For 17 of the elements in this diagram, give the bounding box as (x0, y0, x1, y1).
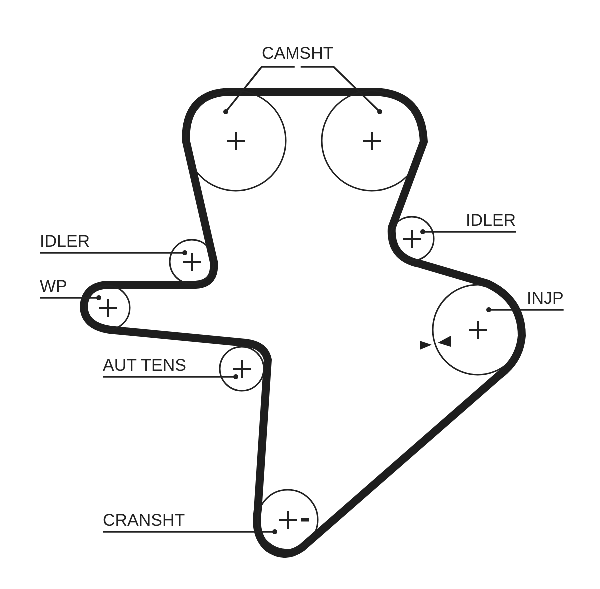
part-label: IDLER (40, 232, 90, 252)
leader-line (40, 250, 188, 256)
leader-line (40, 296, 102, 300)
part-label: AUT TENS (103, 356, 186, 376)
leader-line (420, 230, 516, 234)
pulley (389, 216, 435, 262)
leader-line (486, 308, 564, 312)
part-label: WP (40, 277, 68, 297)
part-label: IDLER (466, 211, 516, 231)
leader-line (300, 66, 382, 114)
leader-line (224, 66, 295, 114)
leader-line (103, 374, 238, 380)
part-label: CAMSHT (262, 44, 334, 64)
leader-line (103, 530, 278, 534)
part-label: CRANSHT (103, 511, 186, 531)
part-label: INJP (527, 289, 564, 309)
pulley (219, 346, 265, 392)
